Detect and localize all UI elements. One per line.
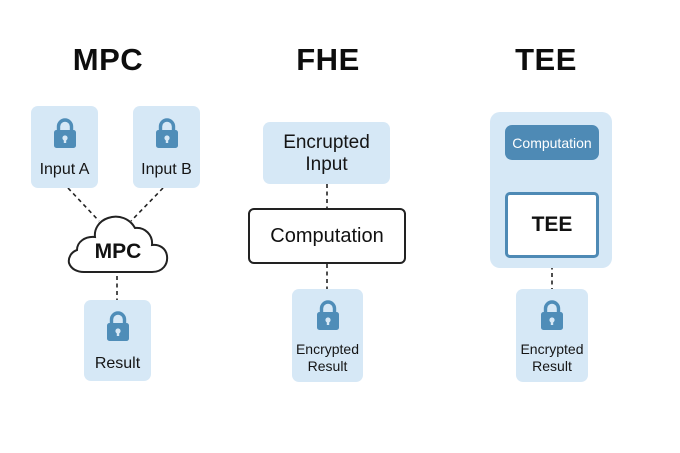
fhe-result-line1: Encrypted [295,341,360,357]
input-b-label: Input B [141,161,192,178]
tee-computation-pill: Computation [505,125,599,160]
lock-icon [53,118,76,148]
fhe-input-line1: Encrupted [283,132,370,153]
fhe-input-line2: Input [305,154,348,175]
lock-icon [106,311,129,341]
input-a-label: Input A [39,161,90,178]
mpc-title: MPC [72,42,144,77]
fhe-result-line2: Result [307,358,348,374]
tee-result-box: Encrypted Result [516,289,588,382]
tee-computation-label: Computation [512,134,592,151]
tee-result-line1: Encrypted [520,341,584,357]
input-a-box: Input A [31,106,98,188]
fhe-encrypted-input-box: Encrupted Input [263,122,390,184]
fhe-result-box: Encrypted Result [292,289,363,382]
tee-enclave-box: TEE [505,192,599,258]
lock-icon [316,300,339,330]
cloud-icon [67,215,169,273]
fhe-title: FHE [296,42,360,77]
mpc-cloud-label: MPC [94,240,142,263]
mpc-result-label: Result [94,355,141,372]
fhe-computation-box: Computation [248,208,406,264]
fhe-result-label: Encrypted Result [292,341,363,375]
fhe-computation-label: Computation [270,224,384,247]
tee-enclave-label: TEE [531,213,573,236]
tee-result-line2: Result [532,358,572,374]
lock-icon [155,118,178,148]
tee-title: TEE [515,42,577,77]
lock-icon [541,300,563,330]
input-b-box: Input B [133,106,200,188]
tee-result-label: Encrypted Result [516,341,588,375]
mpc-result-box: Result [84,300,151,381]
